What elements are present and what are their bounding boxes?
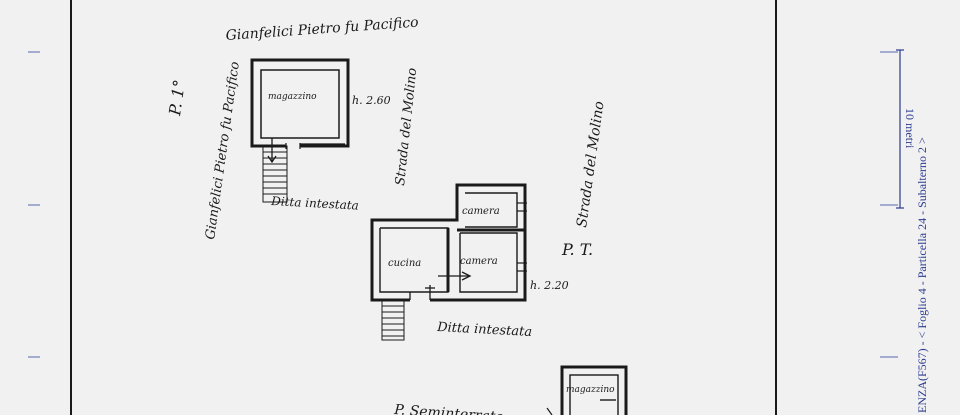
room-bedroom-bottom: camera — [460, 256, 498, 267]
left-margin-ticks — [28, 51, 40, 358]
owner-below-first: Ditta intestata — [270, 194, 359, 213]
owner-below-ground: Ditta intestata — [436, 320, 533, 340]
drawing-frame — [70, 0, 777, 415]
height-first-floor: h. 2.60 — [352, 94, 391, 107]
ground-floor-plan — [370, 183, 527, 302]
room-kitchen: cucina — [388, 258, 421, 269]
first-floor-stair — [262, 145, 288, 203]
cadastral-reference: ENZA(F567) - < Foglio 4 - Particella 24 … — [915, 137, 929, 413]
scale-label: 10 metri — [903, 108, 917, 149]
basement-plan — [546, 365, 628, 415]
height-ground-floor: h. 2.20 — [530, 279, 569, 292]
room-bedroom-top: camera — [462, 206, 500, 217]
room-first-floor-store: magazzino — [268, 92, 317, 102]
scale-bar — [896, 49, 904, 209]
floor-first-label: P. 1° — [165, 78, 189, 117]
room-basement-store: magazzino — [566, 385, 615, 395]
ground-floor-stair — [381, 299, 405, 341]
floor-ground-label: P. T. — [561, 240, 593, 259]
right-margin-ticks — [880, 51, 898, 358]
